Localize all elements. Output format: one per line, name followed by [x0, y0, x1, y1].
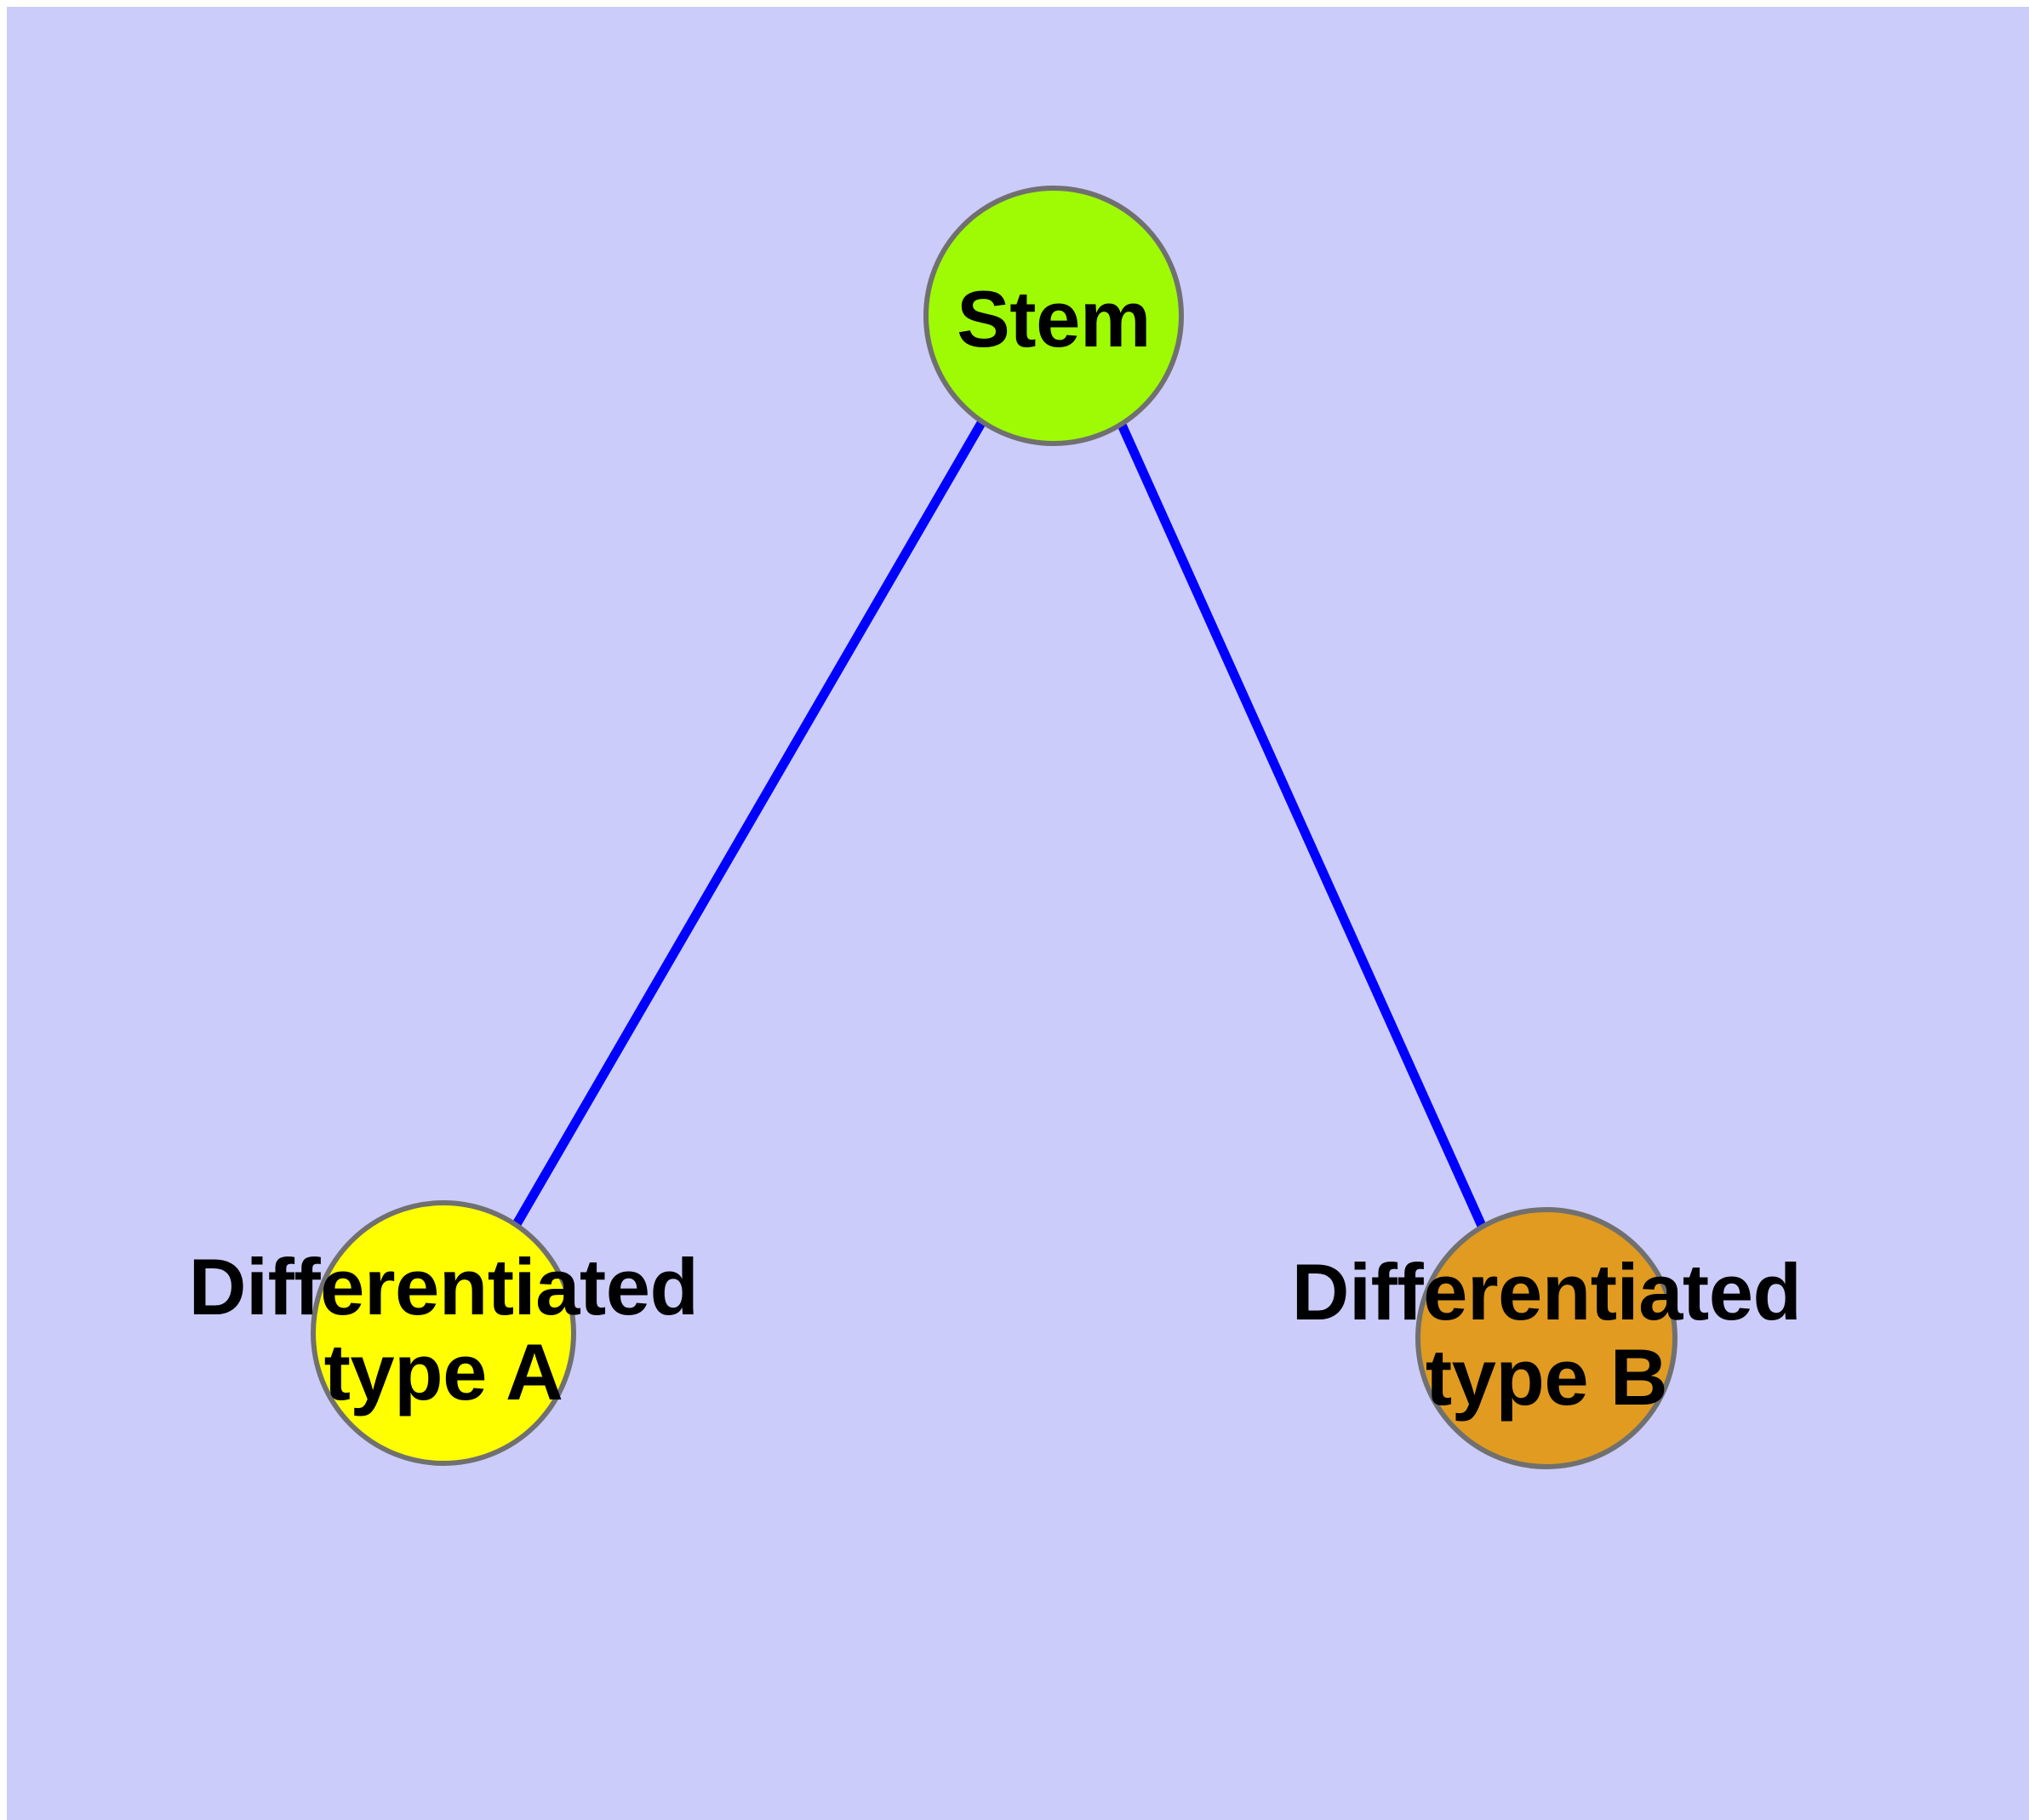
node-differentiated-type-b[interactable]: [1415, 1207, 1677, 1469]
edge-stem-to-differentiated-type-a[interactable]: [512, 421, 986, 1227]
node-stem[interactable]: [923, 186, 1184, 446]
node-differentiated-type-a[interactable]: [311, 1200, 576, 1466]
node-layer: [311, 186, 1677, 1469]
edge-stem-to-differentiated-type-b[interactable]: [1117, 422, 1487, 1228]
edge-layer: [512, 421, 1487, 1228]
